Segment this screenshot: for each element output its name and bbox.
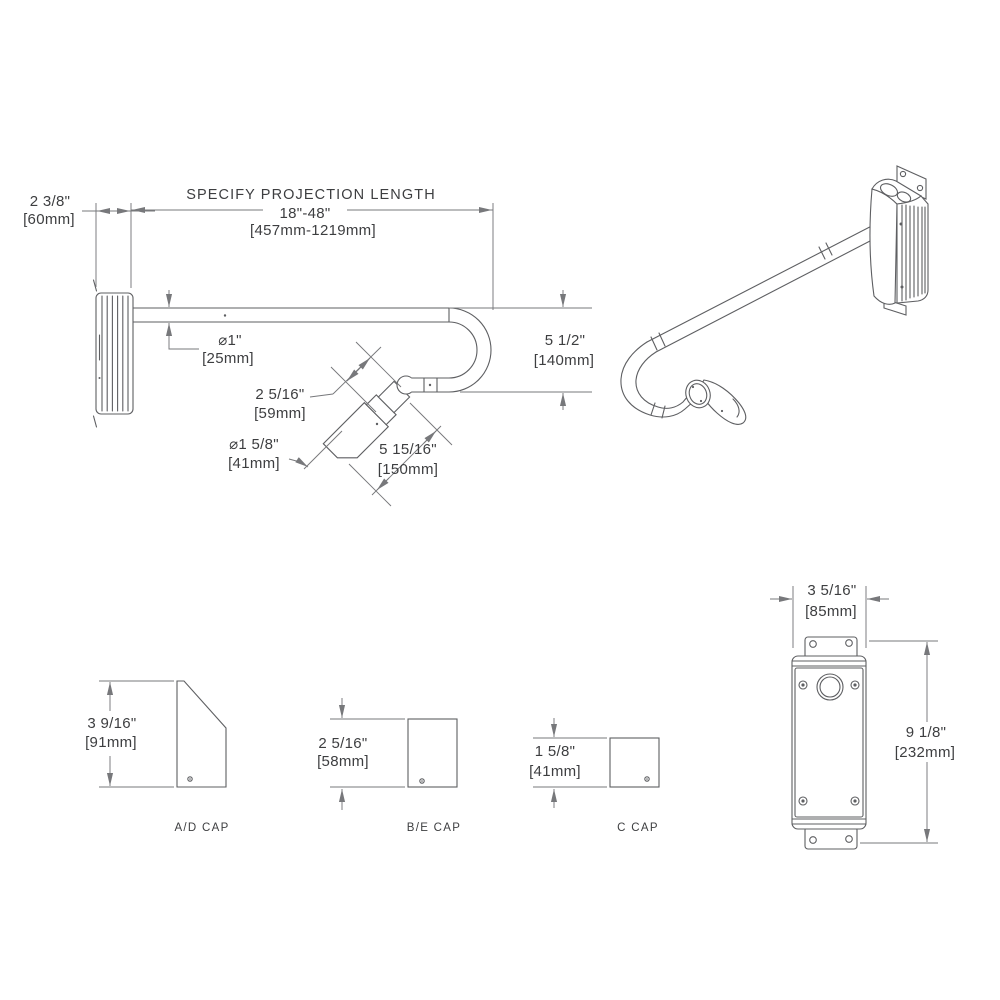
wall-plate-ribs: [101, 295, 129, 412]
backplate-width-mm: [85mm]: [805, 603, 857, 620]
drop-in: 5 1/2": [545, 332, 586, 349]
collar-mm: [59mm]: [254, 405, 306, 422]
cap-be-label: B/E CAP: [407, 822, 461, 834]
lamp-body-set-screw: [375, 422, 379, 426]
main-side-view: 2 3/8" [60mm] SPECIFY PROJECTION LENGTH …: [23, 187, 594, 507]
box-screw-a: [899, 222, 903, 226]
perspective-view: [620, 165, 929, 425]
projection-title: SPECIFY PROJECTION LENGTH: [186, 187, 436, 203]
cap-be-size-in: 2 5/16": [318, 735, 367, 752]
cap-ad-label: A/D CAP: [174, 822, 229, 834]
wall-plate-screw: [98, 377, 101, 379]
shade-3d-screw: [720, 409, 724, 413]
bend-3d-inner: [635, 351, 689, 409]
cap-c-label: C CAP: [617, 822, 659, 834]
tube-joint-lines: [423, 307, 450, 393]
arm-set-screw: [223, 314, 227, 317]
cap-profiles: 3 9/16" [91mm] A/D CAP 2 5/16" [58mm] B/…: [85, 680, 660, 834]
cap-ad-shape: [176, 680, 227, 788]
knockout-3d-small: [896, 191, 912, 203]
cap-be-shape: [407, 718, 458, 788]
socket-3d-inner: [688, 383, 708, 405]
shade-dia-in: ⌀1 5/8": [229, 436, 279, 453]
dim-projection-length: SPECIFY PROJECTION LENGTH 18"-48" [457mm…: [131, 187, 494, 310]
projection-range-mm: [457mm-1219mm]: [250, 222, 376, 239]
box-side-ribs: [901, 204, 926, 302]
backplate-height-mm: [232mm]: [895, 744, 955, 761]
socket-3d-screw-a: [691, 385, 695, 389]
cap-c-size-in: 1 5/8": [535, 743, 576, 760]
dim-wall-offset: 2 3/8" [60mm]: [23, 193, 155, 288]
cap-ad-screw-dot: [189, 778, 191, 780]
dim-tube-diameter: ⌀1" [25mm]: [165, 290, 254, 367]
box-front-3d: [869, 188, 898, 305]
tube-dia-in: ⌀1": [218, 332, 242, 349]
cap-be: 2 5/16" [58mm] B/E CAP: [317, 698, 461, 834]
bend-3d-outer: [620, 341, 695, 418]
wall-offset-in: 2 3/8": [30, 193, 71, 210]
backplate-tab-top-hole-a: [809, 640, 817, 648]
backplate-face: [794, 667, 864, 818]
dim-collar: 2 5/16" [59mm]: [254, 341, 402, 422]
wall-plate-side: [95, 292, 134, 415]
backplate-knockout-outer: [816, 673, 844, 701]
cap-be-screw-dot: [421, 780, 423, 782]
cap-c-size-mm: [41mm]: [529, 763, 581, 780]
shade-dia-mm: [41mm]: [228, 455, 280, 472]
cap-c-screw: [644, 776, 650, 782]
backplate-tab-bottom-hole-a: [809, 836, 817, 844]
tab-hole-a: [899, 170, 907, 178]
backplate-width-in: 3 5/16": [807, 582, 856, 599]
backplate-tab-bottom: [804, 826, 858, 850]
dim-head-length: 5 15/16" [150mm]: [348, 402, 453, 507]
drop-mm: [140mm]: [534, 352, 594, 369]
head-len-in: 5 15/16": [379, 441, 437, 458]
arm-3d: [646, 214, 898, 353]
arm-3d-joints: [650, 242, 833, 351]
tube-dia-mm: [25mm]: [202, 350, 254, 367]
return-set-screw: [428, 383, 432, 387]
knockout-3d-large: [879, 183, 899, 197]
cap-ad-screw: [187, 776, 193, 782]
backplate-tab-top-hole-b: [845, 639, 853, 647]
gooseneck-tube-outer: [132, 307, 492, 393]
backplate-knockout-inner: [819, 676, 841, 698]
gooseneck-tube-inner: [132, 321, 478, 379]
backplate-body: [791, 655, 867, 830]
cap-be-size-mm: [58mm]: [317, 753, 369, 770]
bend-3d-joints: [650, 402, 666, 419]
tab-hole-b: [916, 184, 924, 192]
collar-in: 2 5/16": [255, 386, 304, 403]
cap-c-shape: [609, 737, 660, 788]
backplate-seams: [791, 660, 867, 825]
backplate-corner-screws: [798, 680, 860, 806]
socket-3d-screw-b: [699, 399, 703, 403]
projection-range-in: 18"-48": [279, 205, 330, 222]
cap-c: 1 5/8" [41mm] C CAP: [529, 718, 660, 834]
head-len-mm: [150mm]: [378, 461, 438, 478]
wall-plate-tab-ticks: [92, 279, 98, 428]
backplate-view: 3 5/16" [85mm] 9 1/8" [232mm]: [770, 582, 955, 850]
wall-offset-mm: [60mm]: [23, 211, 75, 228]
cap-ad-size-in: 3 9/16": [87, 715, 136, 732]
backplate-height-in: 9 1/8": [906, 724, 947, 741]
cap-ad-size-mm: [91mm]: [85, 734, 137, 751]
backplate-tab-bottom-hole-b: [845, 835, 853, 843]
box-screw-b: [900, 285, 904, 289]
dim-backplate-height: 9 1/8" [232mm]: [860, 640, 955, 844]
dim-backplate-width: 3 5/16" [85mm]: [770, 582, 889, 648]
cap-c-screw-dot: [646, 778, 648, 780]
dim-drop: 5 1/2" [140mm]: [449, 290, 594, 410]
dim-shade-diameter: ⌀1 5/8" [41mm]: [228, 430, 343, 472]
cap-ad: 3 9/16" [91mm] A/D CAP: [85, 680, 229, 834]
shade-3d-rim: [732, 398, 740, 418]
cap-be-screw: [419, 778, 425, 784]
